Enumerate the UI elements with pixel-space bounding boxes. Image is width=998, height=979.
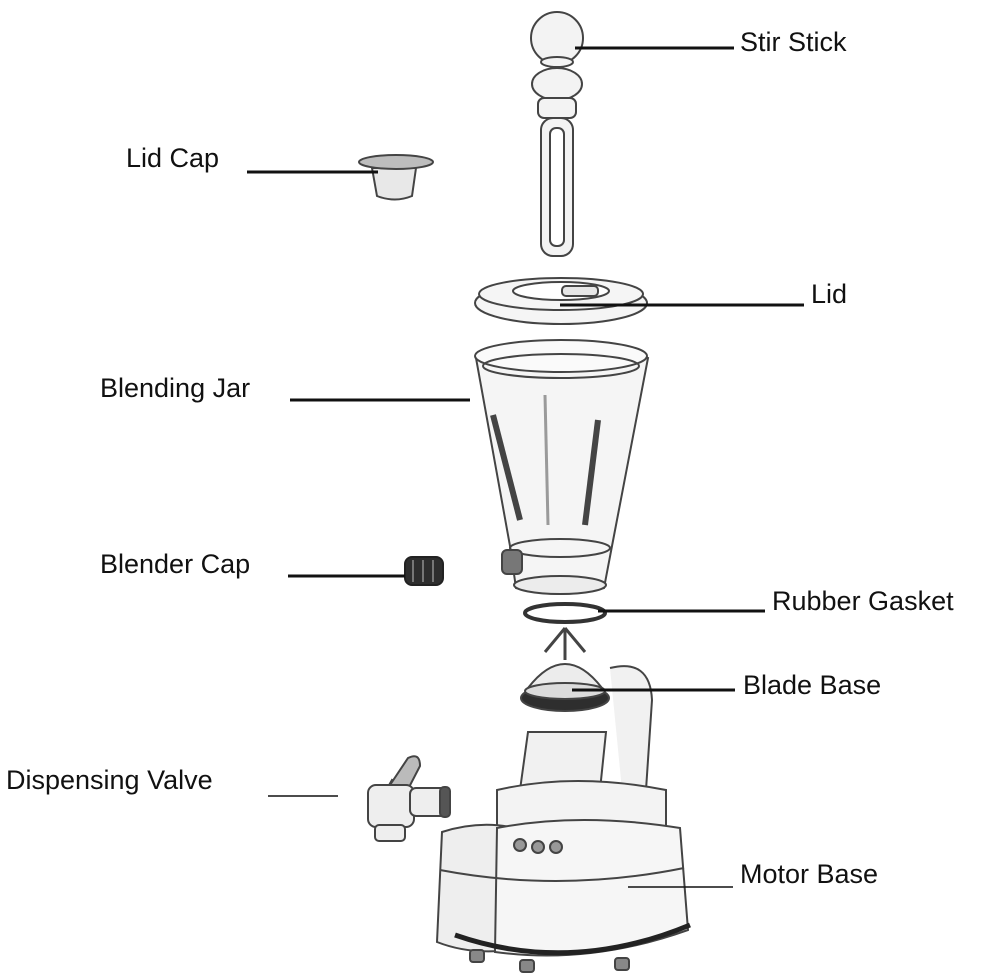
lid-illustration <box>474 277 648 325</box>
rubber-gasket-illustration <box>523 602 607 624</box>
blender-cap-illustration <box>404 556 444 586</box>
blending-jar-label: Blending Jar <box>100 373 251 403</box>
blade-base-label: Blade Base <box>743 670 882 700</box>
blending-jar-illustration <box>474 339 650 595</box>
blade-base-illustration <box>520 627 610 712</box>
rubber-gasket-label: Rubber Gasket <box>772 586 954 616</box>
lid-cap-label: Lid Cap <box>126 143 220 173</box>
motor-base-label: Motor Base <box>740 859 879 889</box>
lid-cap-illustration <box>358 154 434 201</box>
stir-stick-label: Stir Stick <box>740 27 847 57</box>
blender-cap-label: Blender Cap <box>100 549 251 579</box>
dispensing-valve-illustration <box>367 755 451 842</box>
stir-stick-illustration <box>530 11 584 257</box>
leader-lines <box>247 46 804 888</box>
dispensing-valve-label: Dispensing Valve <box>6 765 213 795</box>
lid-label: Lid <box>811 279 848 309</box>
motor-base-illustration <box>435 665 691 973</box>
